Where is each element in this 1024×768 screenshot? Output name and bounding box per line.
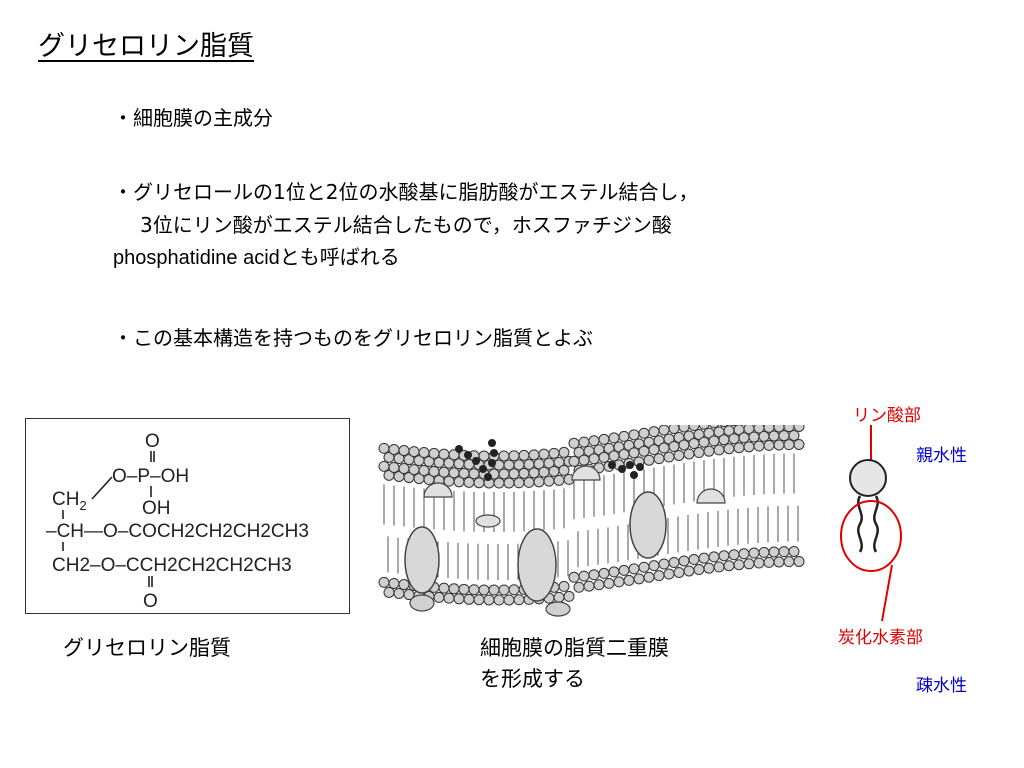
formula-o-bottom: O	[143, 591, 158, 612]
formula-oh: OH	[142, 498, 171, 519]
bullet-definition: ・グリセロールの1位と2位の水酸基に脂肪酸がエステル結合し， 3位にリン酸がエス…	[113, 176, 698, 275]
bilayer-top-heads	[378, 425, 805, 489]
lipid-bilayer-illustration	[378, 425, 805, 617]
formula-caption: グリセロリン脂質	[63, 636, 231, 660]
formula-p-row: O–P–OH	[112, 466, 189, 487]
glycolipid-chains	[455, 439, 644, 481]
membrane-caption-line2: を形成する	[480, 667, 585, 691]
membrane-caption-line1: 細胞膜の脂質二重膜	[480, 636, 669, 660]
formula-ch-row: –CH—O–COCH2CH2CH2CH3	[46, 521, 309, 542]
label-hydrocarbon: 炭化水素部	[838, 628, 923, 648]
formula-o-top: O	[145, 431, 160, 452]
bullet-cell-membrane: ・細胞膜の主成分	[113, 106, 273, 130]
label-hydrophilic: 親水性	[916, 446, 967, 466]
membrane-proteins	[404, 465, 726, 617]
bullet-naming: ・この基本構造を持つものをグリセロリン脂質とよぶ	[113, 326, 593, 350]
bullet-definition-line3: phosphatidine acidとも呼ばれる	[113, 247, 400, 269]
label-phosphate: リン酸部	[853, 406, 921, 426]
bilayer-bottom-heads	[378, 545, 805, 606]
membrane-caption: 細胞膜の脂質二重膜 を形成する	[480, 633, 669, 695]
hydrocarbon-circle	[840, 500, 902, 572]
page-title: グリセロリン脂質	[38, 31, 254, 62]
formula-ch2-bottom: CH2–O–CCH2CH2CH2CH3	[52, 555, 292, 576]
hydrocarbon-pointer	[881, 564, 893, 622]
hydrophilic-head	[849, 459, 887, 497]
phospholipid-schematic	[840, 425, 902, 622]
structural-formula: O O–P–OH OH CH2 –CH—O–COCH2CH2CH2CH3 CH2…	[25, 418, 350, 614]
hydrocarbon-tail-right	[873, 495, 879, 553]
bullet-definition-line1: ・グリセロールの1位と2位の水酸基に脂肪酸がエステル結合し，	[113, 180, 699, 204]
structural-formula-drawing: O O–P–OH OH CH2 –CH—O–COCH2CH2CH2CH3 CH2…	[46, 431, 309, 612]
label-hydrophobic: 疎水性	[916, 676, 967, 696]
formula-ch2-top: CH2	[52, 489, 87, 513]
bullet-definition-line2: 3位にリン酸がエステル結合したもので，ホスファチジン酸	[140, 213, 672, 237]
